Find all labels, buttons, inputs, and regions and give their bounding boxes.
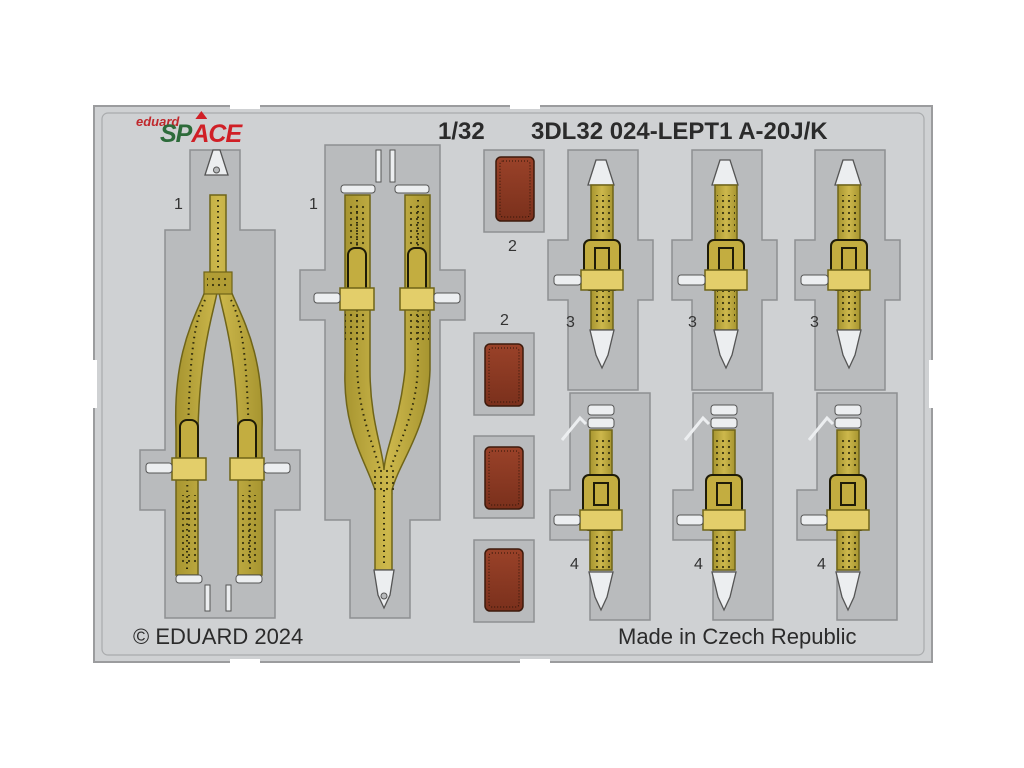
part-3-belt-3 <box>794 149 901 391</box>
part-number-2-a: 2 <box>508 238 517 255</box>
logo-ace-text: ACE <box>191 120 242 148</box>
part-3-belts <box>547 149 901 391</box>
part-1-left-harness <box>139 149 301 619</box>
origin-text: Made in Czech Republic <box>618 624 857 649</box>
frame-gaps <box>92 104 934 664</box>
logo-sp-text: SP <box>160 120 192 148</box>
logo-eduard: eduard <box>136 114 180 129</box>
part-number-1-a: 1 <box>174 196 183 213</box>
copyright-text: © EDUARD 2024 <box>133 624 304 649</box>
part-3-belt-1 <box>547 149 654 391</box>
part-4-belts <box>549 392 898 621</box>
part-1-right-harness <box>299 144 466 619</box>
part-number-4-c: 4 <box>817 556 826 573</box>
part-number-2-b: 2 <box>500 312 509 329</box>
logo-space: SPACE <box>160 120 242 148</box>
scale-label: 1/32 <box>438 118 485 145</box>
part-4-belt-3 <box>796 392 898 621</box>
part-number-3-c: 3 <box>810 314 819 331</box>
part-3-belt-2 <box>671 149 778 391</box>
part-number-1-b: 1 <box>309 196 318 213</box>
product-code: 3DL32 024-LEPT1 A-20J/K <box>531 118 828 145</box>
part-number-3-a: 3 <box>566 314 575 331</box>
part-number-4-a: 4 <box>570 556 579 573</box>
part-number-4-b: 4 <box>694 556 703 573</box>
part-2-pads <box>473 149 545 623</box>
part-number-3-b: 3 <box>688 314 697 331</box>
part-4-belt-2 <box>672 392 774 621</box>
part-4-belt-1 <box>549 392 651 621</box>
